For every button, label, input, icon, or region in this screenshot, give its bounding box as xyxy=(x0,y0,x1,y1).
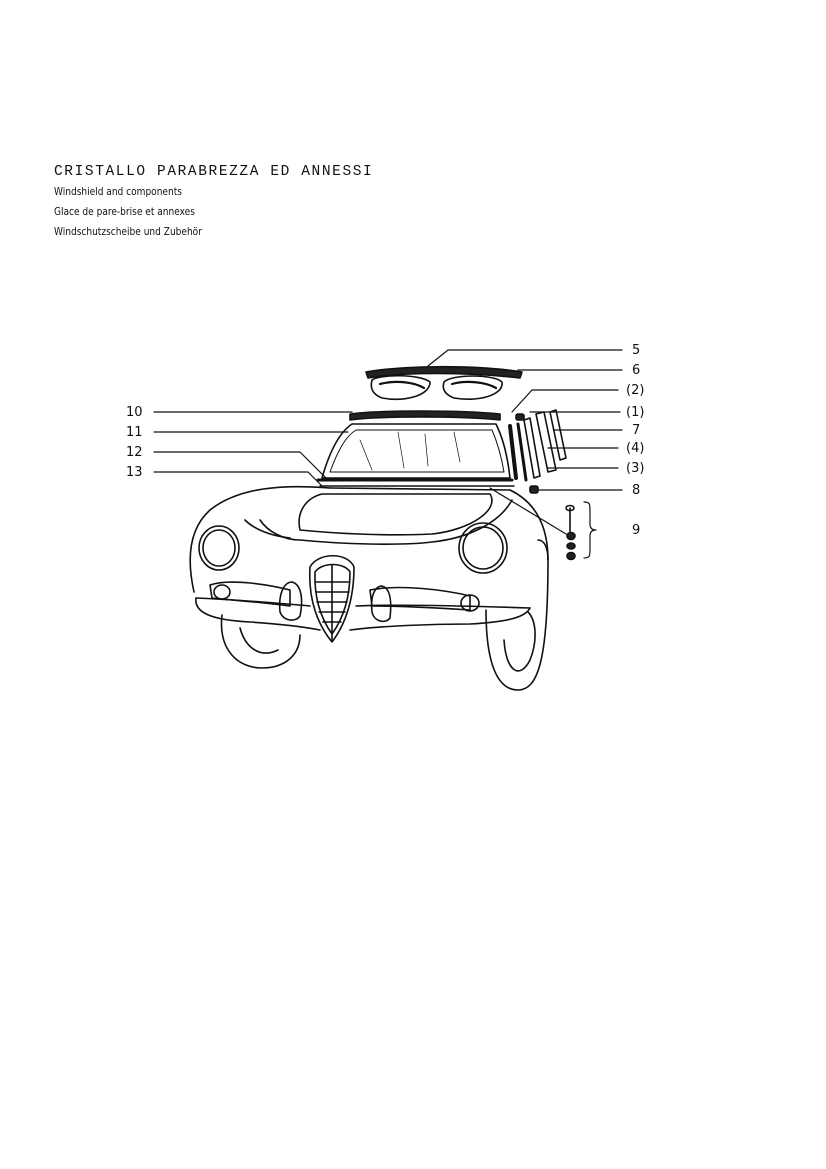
front-grille xyxy=(308,554,355,643)
leader-5 xyxy=(427,349,623,367)
leader-2 xyxy=(511,389,619,413)
right-intake xyxy=(369,586,471,611)
callout-10: 10 xyxy=(126,405,143,420)
left-wheel xyxy=(220,614,301,669)
windshield-frame-top xyxy=(349,410,501,421)
callout-2: (2) xyxy=(626,383,644,398)
glass-reflections xyxy=(359,431,461,471)
bolt-head xyxy=(565,504,575,512)
right-headlight xyxy=(458,522,508,574)
nut xyxy=(566,551,576,561)
body-right-fender xyxy=(329,487,549,561)
right-wheel-hub xyxy=(503,611,536,672)
side-pillar-channel xyxy=(523,417,541,479)
right-sun-visor xyxy=(442,375,503,401)
bonnet xyxy=(298,493,493,536)
bracket-9 xyxy=(583,501,597,559)
bumper-right xyxy=(349,607,531,631)
side-pillar-trim xyxy=(535,411,557,473)
callout-13: 13 xyxy=(126,465,143,480)
callout-1: (1) xyxy=(626,405,644,420)
left-headlight-rim xyxy=(202,529,236,567)
windshield-glass xyxy=(321,423,511,479)
right-overrider xyxy=(370,585,392,623)
windshield-assembly xyxy=(316,365,576,561)
visor-bar xyxy=(365,365,523,379)
seal-block xyxy=(515,413,525,421)
washer xyxy=(566,531,576,541)
side-pillar-seal xyxy=(516,422,528,482)
title-german: Windschutzscheibe und Zubehör xyxy=(54,226,202,238)
callout-8: 8 xyxy=(632,483,640,498)
car-illustration xyxy=(189,485,549,691)
visor-texture xyxy=(378,380,498,390)
callout-11: 11 xyxy=(126,425,143,440)
windshield-inner-edge xyxy=(329,429,505,473)
leader-lines xyxy=(153,349,623,559)
title-english: Windshield and components xyxy=(54,186,182,198)
side-pillar-inner xyxy=(508,424,518,480)
title-italian: CRISTALLO PARABREZZA ED ANNESSI xyxy=(54,164,374,180)
body-left-fender xyxy=(189,485,331,593)
right-indicator xyxy=(460,594,480,612)
right-wheel xyxy=(485,539,549,691)
leader-12 xyxy=(153,451,327,479)
part-8-block xyxy=(529,485,539,494)
leader-13 xyxy=(153,471,323,487)
bumper-top-right xyxy=(355,604,531,609)
bumper-left xyxy=(195,597,321,631)
fender-crease-left xyxy=(244,519,291,539)
callout-7: 7 xyxy=(632,423,640,438)
callout-numbers: 5 6 (2) (1) 7 (4) (3) 8 9 10 11 12 13 xyxy=(126,343,644,538)
callout-5: 5 xyxy=(632,343,640,358)
callout-12: 12 xyxy=(126,445,143,460)
left-indicator xyxy=(213,584,231,600)
bumper-top-left xyxy=(195,597,311,607)
page-header: CRISTALLO PARABREZZA ED ANNESSI Windshie… xyxy=(54,162,373,242)
callout-9: 9 xyxy=(632,523,640,538)
left-sun-visor xyxy=(370,374,431,400)
side-pillar-outer xyxy=(549,409,567,461)
left-overrider xyxy=(278,581,303,621)
callout-6: 6 xyxy=(632,363,640,378)
right-headlight-rim xyxy=(462,526,504,570)
left-wheel-hub xyxy=(239,627,279,654)
left-headlight xyxy=(198,525,240,571)
title-french: Glace de pare-brise et annexes xyxy=(54,206,195,218)
callout-4: (4) xyxy=(626,441,644,456)
lock-washer xyxy=(566,542,576,550)
leader-fastener xyxy=(489,487,567,535)
callout-3: (3) xyxy=(626,461,644,476)
